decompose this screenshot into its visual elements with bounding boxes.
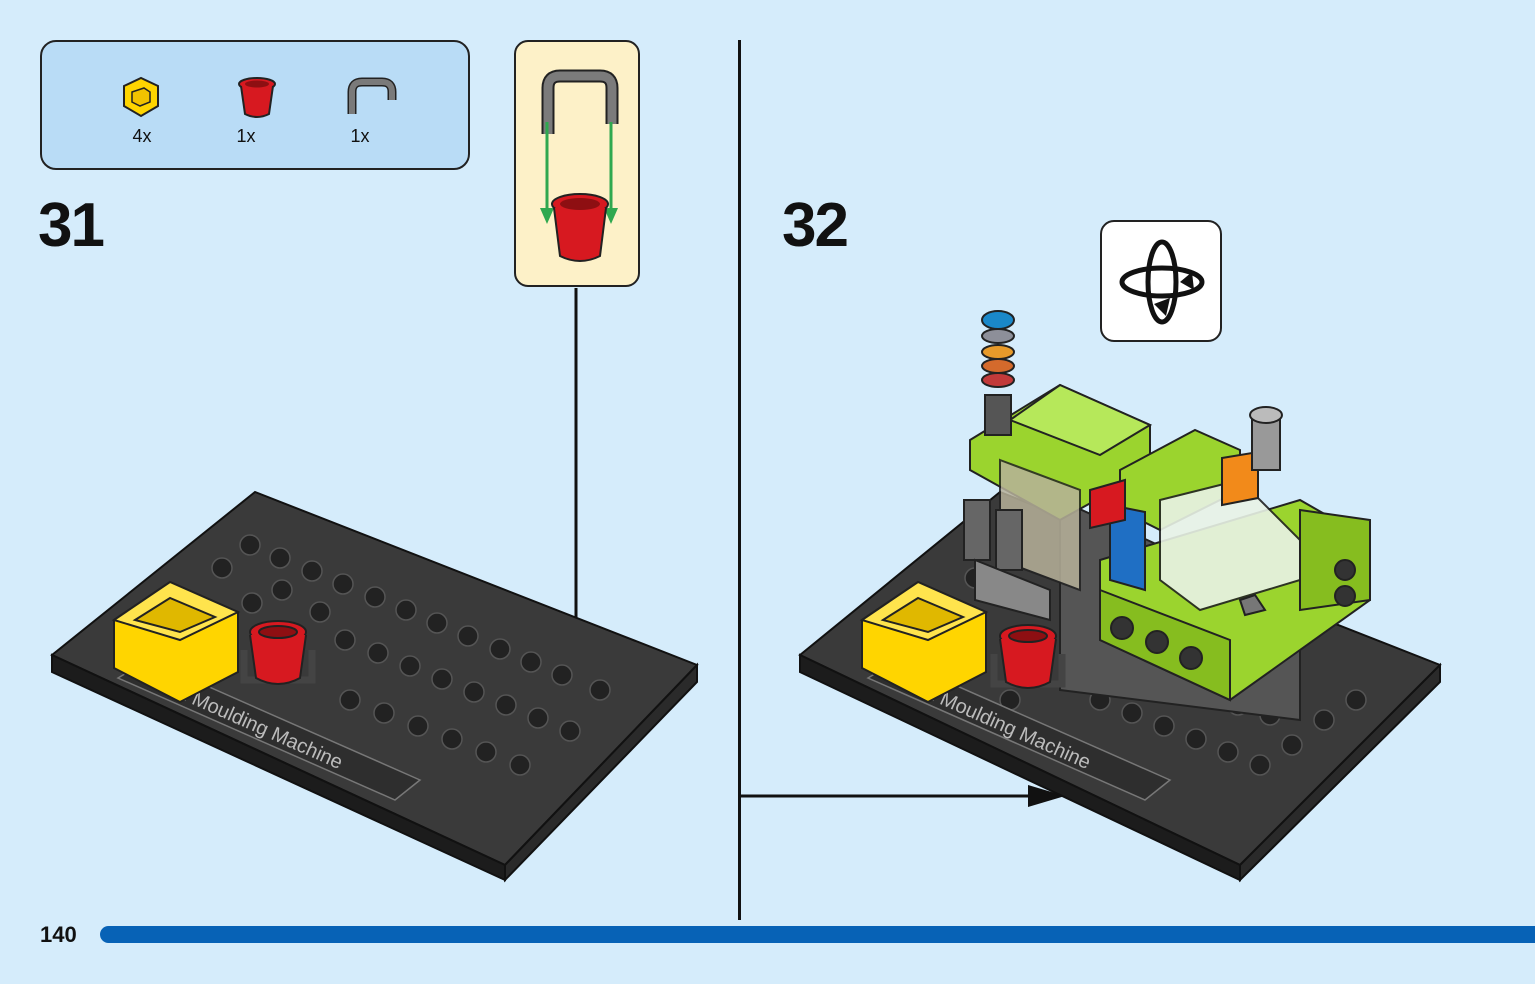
hopper — [1249, 406, 1283, 471]
yellow-bin — [111, 580, 241, 704]
red-bucket-icon — [551, 193, 609, 262]
step-number: 32 — [782, 191, 849, 260]
stack-light — [981, 310, 1015, 436]
subassembly-callout — [514, 40, 640, 287]
step-number: 31 — [38, 191, 105, 260]
handle-icon — [541, 69, 619, 134]
part-count: 4x — [132, 126, 152, 146]
red-bucket — [990, 624, 1066, 689]
step-divider — [738, 40, 741, 920]
page-number: 140 — [40, 922, 77, 947]
moulding-machine — [969, 383, 1371, 722]
red-bucket-icon — [238, 77, 276, 118]
part-count: 1x — [350, 126, 370, 146]
part-count: 1x — [236, 126, 256, 146]
handle-icon — [347, 77, 397, 114]
yellow-corner-brick-icon — [123, 76, 159, 118]
grey-pipes — [963, 499, 1051, 622]
rotate-model-icon — [1119, 239, 1205, 325]
yellow-bin — [859, 580, 989, 704]
rotate-model-box — [1100, 220, 1222, 342]
progress-bar — [100, 926, 1535, 943]
red-bucket — [240, 620, 316, 685]
parts-list-box: 4x 1x 1x — [40, 40, 470, 170]
green-arrow-icon — [540, 122, 618, 224]
